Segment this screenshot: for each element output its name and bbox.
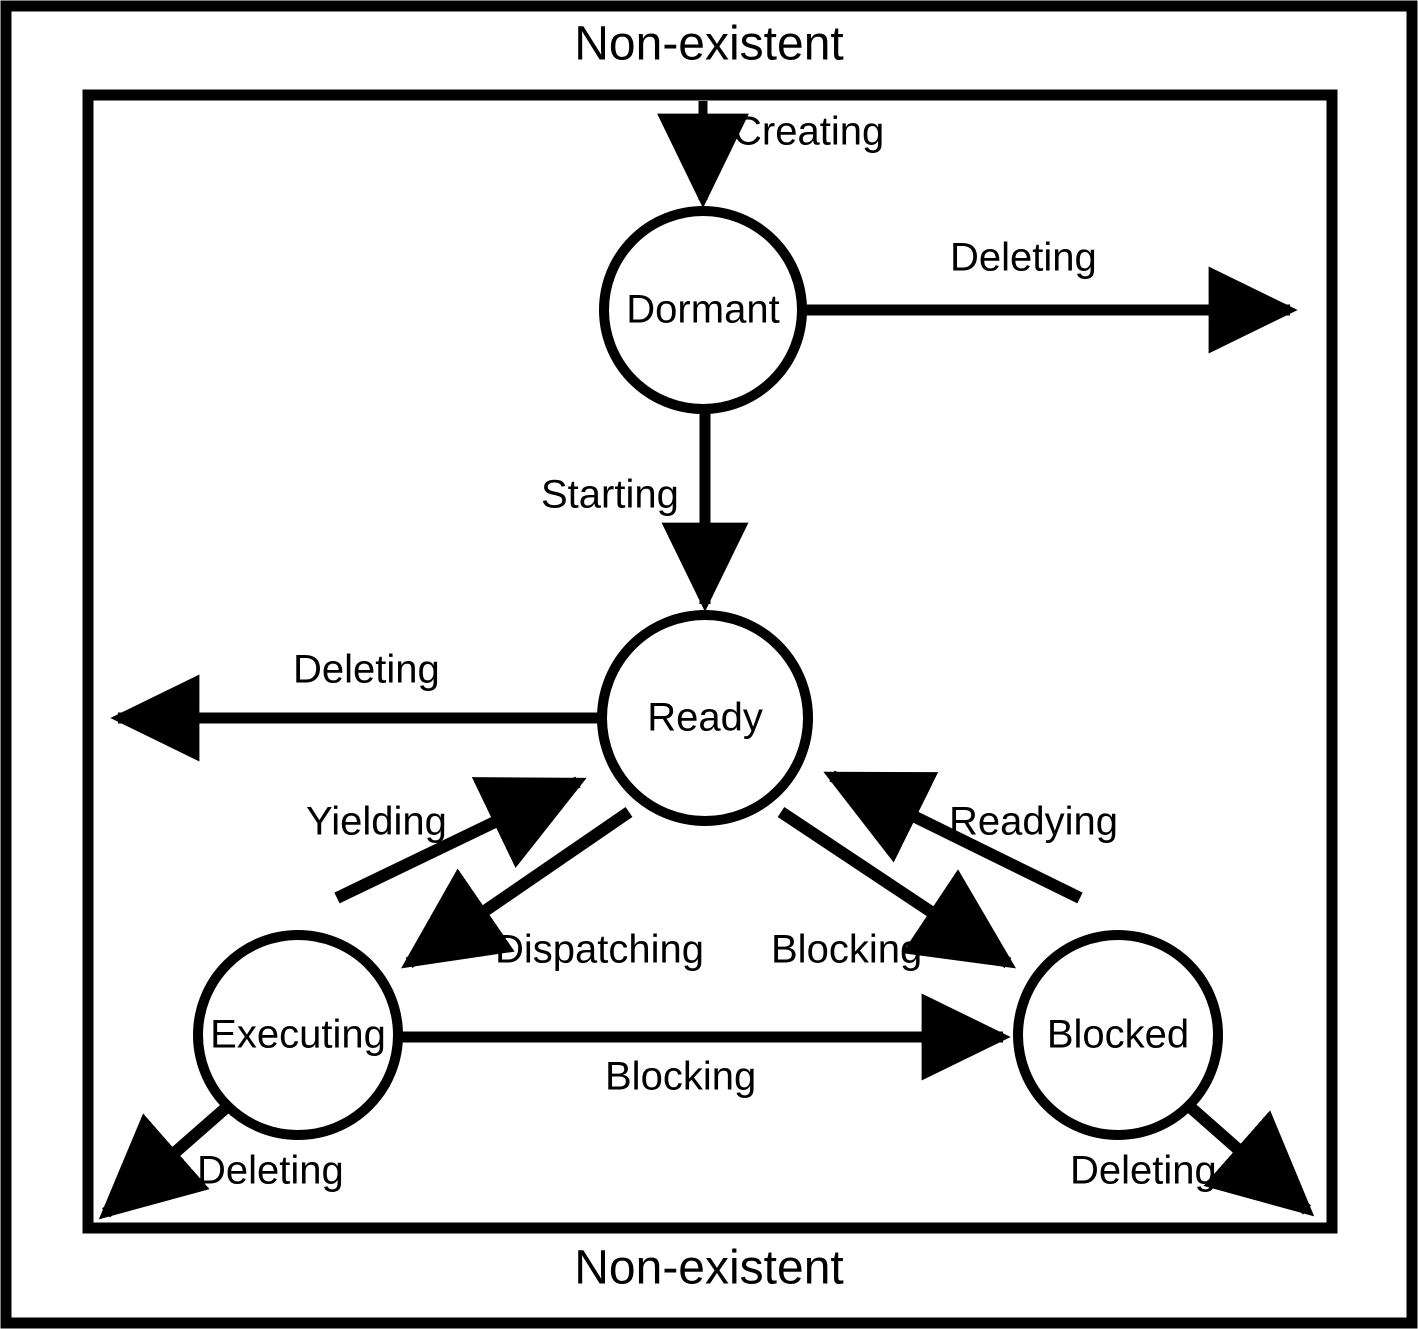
edge-label-deleting-ready: Deleting [293, 648, 440, 692]
edge-blocking-ready [777, 807, 1016, 969]
inner-frame [82, 89, 1338, 1234]
edge-yielding [334, 776, 587, 904]
state-node-executing[interactable]: Executing [193, 930, 403, 1140]
dormant-label: Dormant [626, 288, 779, 332]
edge-label-deleting-dormant: Deleting [950, 236, 1097, 280]
state-node-blocked[interactable]: Blocked [1013, 930, 1223, 1140]
edge-label-deleting-executing: Deleting [197, 1149, 344, 1193]
edge-deleting-blocked [1185, 1101, 1315, 1217]
edge-label-creating: Creating [733, 110, 884, 154]
executing-label: Executing [210, 1013, 386, 1057]
region-label-non-existent-top: Non-existent [574, 18, 843, 71]
edge-label-blocking-executing: Blocking [605, 1055, 756, 1099]
edge-label-dispatching: Dispatching [495, 928, 704, 972]
edge-label-readying: Readying [949, 800, 1118, 844]
dormant-circle[interactable] [599, 206, 807, 414]
edge-readying [823, 770, 1083, 904]
executing-circle[interactable] [193, 930, 403, 1140]
edge-dispatching [401, 807, 633, 969]
region-label-non-existent-bottom: Non-existent [574, 1242, 843, 1295]
edge-label-yielding: Yielding [306, 800, 447, 844]
edge-label-starting: Starting [541, 473, 679, 517]
edge-deleting-executing [98, 1101, 232, 1220]
state-node-dormant[interactable]: Dormant [599, 206, 807, 414]
edge-label-deleting-blocked: Deleting [1070, 1149, 1217, 1193]
blocked-circle[interactable] [1013, 930, 1223, 1140]
ready-circle[interactable] [597, 610, 813, 826]
blocked-label: Blocked [1047, 1013, 1189, 1057]
state-node-ready[interactable]: Ready [597, 610, 813, 826]
edge-label-blocking-ready: Blocking [771, 928, 922, 972]
ready-label: Ready [647, 696, 763, 740]
